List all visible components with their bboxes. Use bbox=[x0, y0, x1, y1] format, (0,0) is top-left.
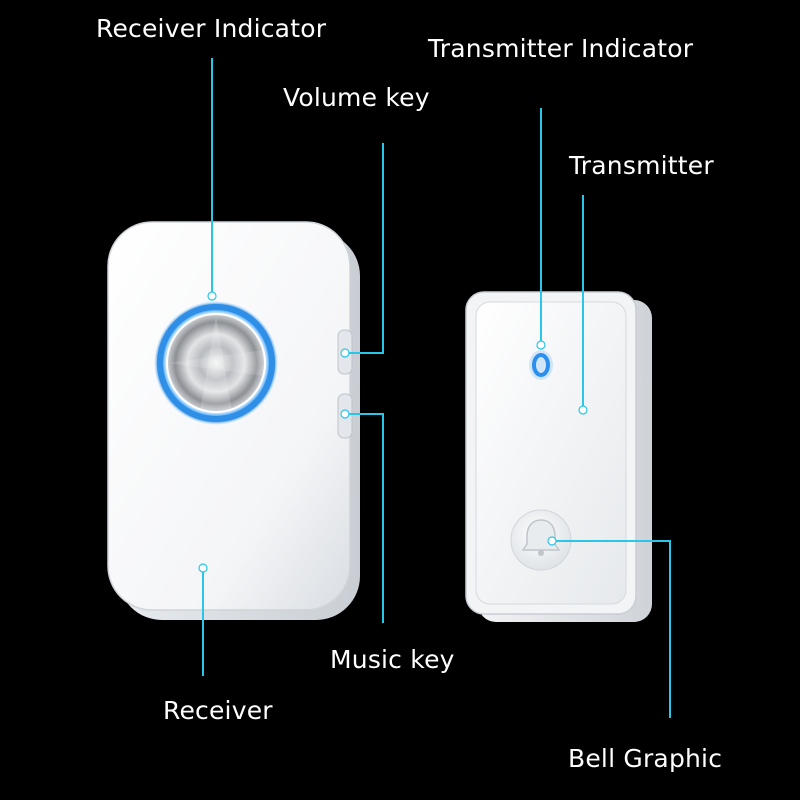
leader-music-key bbox=[345, 413, 384, 623]
leader-bell-graphic bbox=[552, 540, 671, 718]
marker-music-key bbox=[340, 409, 350, 419]
receiver-device bbox=[107, 221, 360, 620]
leader-lines bbox=[202, 58, 671, 718]
marker-receiver bbox=[198, 563, 208, 573]
label-receiver: Receiver bbox=[163, 696, 273, 725]
marker-transmitter-indicator bbox=[536, 340, 546, 350]
marker-volume-key bbox=[340, 348, 350, 358]
receiver-metal-button bbox=[168, 315, 264, 411]
transmitter-device bbox=[465, 291, 652, 622]
marker-receiver-indicator bbox=[207, 291, 217, 301]
label-volume-key: Volume key bbox=[283, 83, 430, 112]
marker-bell-graphic bbox=[547, 536, 557, 546]
label-receiver-indicator: Receiver Indicator bbox=[96, 14, 327, 43]
label-transmitter-indicator: Transmitter Indicator bbox=[428, 34, 694, 63]
leader-volume-key bbox=[345, 143, 384, 354]
label-transmitter: Transmitter bbox=[569, 151, 714, 180]
label-bell-graphic: Bell Graphic bbox=[568, 744, 723, 773]
label-music-key: Music key bbox=[330, 645, 455, 674]
marker-transmitter bbox=[578, 405, 588, 415]
led-indicator-icon bbox=[529, 350, 553, 380]
